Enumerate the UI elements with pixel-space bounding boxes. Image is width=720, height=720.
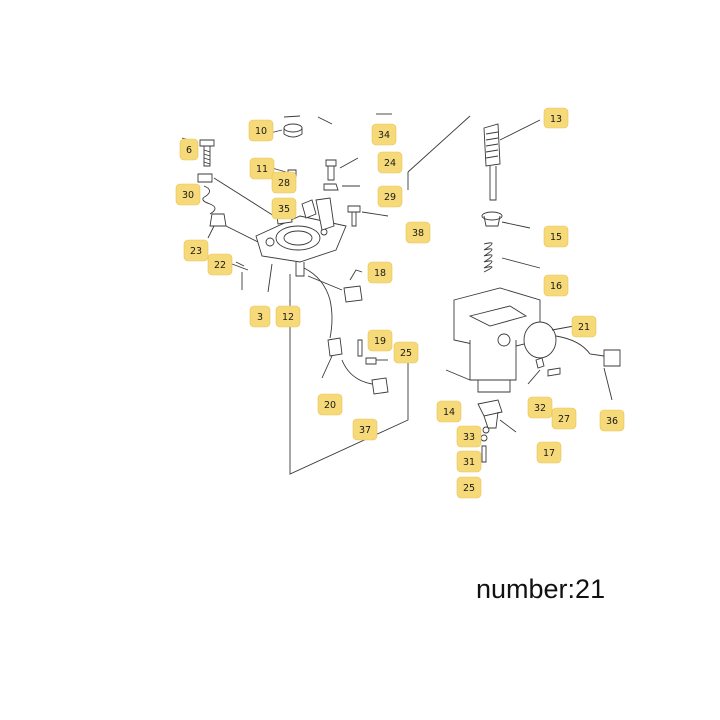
svg-text:38: 38 (412, 228, 424, 239)
callout-23: 23 (183, 239, 209, 262)
svg-text:25: 25 (463, 483, 475, 494)
callout-33: 33 (456, 425, 482, 448)
svg-text:31: 31 (463, 457, 475, 468)
callout-25-upper: 25 (393, 341, 419, 364)
callout-15: 15 (543, 225, 569, 248)
callout-31: 31 (456, 450, 482, 473)
callout-32: 32 (527, 396, 553, 419)
callout-12: 12 (275, 305, 301, 328)
callout-34: 34 (371, 123, 397, 146)
svg-text:13: 13 (550, 114, 562, 125)
svg-text:36: 36 (606, 416, 618, 427)
callout-19: 19 (367, 329, 393, 352)
caption-text: number:21 (476, 574, 606, 604)
svg-text:21: 21 (578, 322, 590, 333)
svg-text:34: 34 (378, 130, 390, 141)
svg-text:37: 37 (359, 425, 371, 436)
svg-text:28: 28 (278, 178, 290, 189)
svg-text:19: 19 (374, 336, 386, 347)
svg-text:18: 18 (374, 268, 386, 279)
callout-6: 6 (179, 138, 199, 161)
callout-25-lower: 25 (456, 476, 482, 499)
callout-37: 37 (352, 418, 378, 441)
svg-text:12: 12 (282, 312, 294, 323)
svg-text:22: 22 (214, 260, 226, 271)
callout-35: 35 (271, 197, 297, 220)
callout-22: 22 (207, 253, 233, 276)
callout-21: 21 (571, 315, 597, 338)
callout-28: 28 (271, 171, 297, 194)
svg-text:27: 27 (558, 414, 570, 425)
svg-text:3: 3 (257, 312, 263, 323)
callout-20: 20 (317, 393, 343, 416)
svg-text:6: 6 (186, 145, 192, 156)
svg-text:30: 30 (182, 190, 194, 201)
callout-18: 18 (367, 261, 393, 284)
svg-text:10: 10 (255, 126, 267, 137)
svg-text:35: 35 (278, 204, 290, 215)
callout-29: 29 (377, 185, 403, 208)
callout-17: 17 (536, 441, 562, 464)
svg-text:25: 25 (400, 348, 412, 359)
callout-3: 3 (249, 305, 271, 328)
svg-text:15: 15 (550, 232, 562, 243)
left-assembly-drawing (181, 113, 409, 475)
callout-24: 24 (377, 151, 403, 174)
callout-labels: 10 34 13 6 24 11 28 30 29 35 38 15 23 22… (175, 107, 625, 499)
callout-36: 36 (599, 409, 625, 432)
svg-text:32: 32 (534, 403, 546, 414)
svg-text:20: 20 (324, 400, 336, 411)
callout-13: 13 (543, 107, 569, 129)
callout-11: 11 (249, 157, 275, 180)
callout-10: 10 (248, 119, 274, 142)
svg-text:29: 29 (384, 192, 396, 203)
svg-text:14: 14 (443, 407, 455, 418)
svg-text:11: 11 (256, 164, 268, 175)
svg-text:24: 24 (384, 158, 396, 169)
callout-16: 16 (543, 274, 569, 297)
callout-27: 27 (551, 407, 577, 430)
svg-text:23: 23 (190, 246, 202, 257)
callout-38: 38 (405, 221, 431, 244)
callout-30: 30 (175, 183, 201, 206)
svg-text:33: 33 (463, 432, 475, 443)
svg-text:17: 17 (543, 448, 555, 459)
svg-text:16: 16 (550, 281, 562, 292)
callout-14: 14 (436, 400, 462, 423)
right-assembly-drawing (407, 115, 621, 463)
